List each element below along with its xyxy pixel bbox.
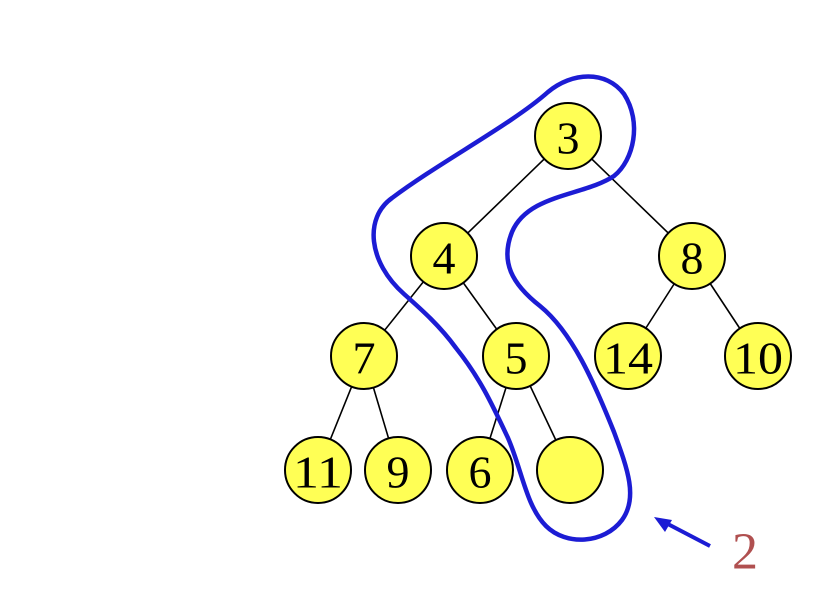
arrow-icon [654,517,711,548]
callout: 2 [654,517,758,581]
tree-node-3: 3 [534,102,602,170]
node-circle [446,436,514,504]
node-circle [658,222,726,290]
tree-node-8: 8 [658,222,726,290]
node-circle [534,102,602,170]
node-label: 5 [505,333,528,384]
tree-node-empty [536,436,604,504]
node-circle [364,436,432,504]
tree-node-11: 11 [284,436,352,504]
node-circle [536,436,604,504]
node-label: 3 [557,113,580,164]
highlighted-path-outline [371,74,637,542]
node-circle [410,222,478,290]
node-label: 4 [433,233,456,284]
callout-label: 2 [732,524,758,581]
tree-node-10: 10 [724,322,792,390]
node-label: 10 [733,333,783,384]
tree-node-9: 9 [364,436,432,504]
node-circle [594,322,662,390]
tree-node-6: 6 [446,436,514,504]
node-circle [482,322,550,390]
node-label: 14 [603,333,653,384]
tree-node-5: 5 [482,322,550,390]
node-label: 11 [293,447,343,498]
tree-nodes: 3 4 8 7 5 14 10 11 9 6 [284,102,792,504]
node-circle [330,322,398,390]
tree-node-7: 7 [330,322,398,390]
node-circle [724,322,792,390]
node-circle [284,436,352,504]
tree-node-4: 4 [410,222,478,290]
node-label: 6 [469,447,492,498]
node-label: 8 [681,233,704,284]
node-label: 7 [353,333,376,384]
tree-node-14: 14 [594,322,662,390]
node-label: 9 [387,447,410,498]
